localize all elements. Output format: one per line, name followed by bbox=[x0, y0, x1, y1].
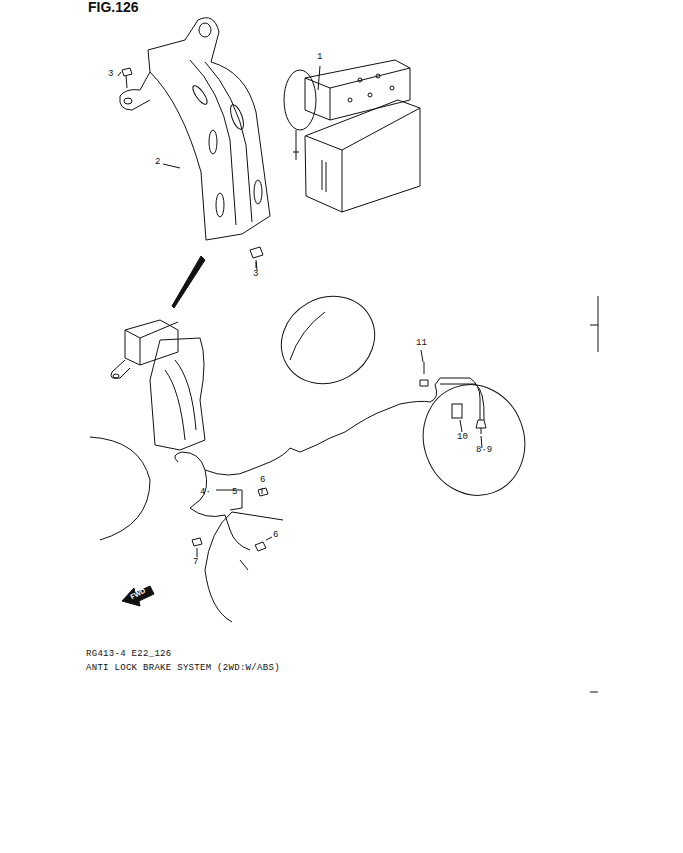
callout-number: 10 bbox=[457, 433, 468, 443]
figure-caption: ANTI LOCK BRAKE SYSTEM (2WD:W/ABS) bbox=[86, 664, 280, 674]
callout-number: 3 bbox=[253, 270, 258, 280]
callout-number: 6 bbox=[273, 531, 278, 541]
callout-number: 2 bbox=[155, 158, 160, 168]
figure-code: RG413-4 E22_126 bbox=[86, 650, 172, 660]
callout-number: 5 bbox=[232, 488, 237, 498]
callout-number: 7 bbox=[193, 558, 198, 568]
callout-number: 8·9 bbox=[476, 446, 492, 456]
callout-number: 4· bbox=[200, 488, 211, 498]
callout-number: 3 bbox=[108, 70, 113, 80]
callout-number: 1 bbox=[317, 53, 322, 63]
callout-number: 6 bbox=[260, 476, 265, 486]
figure-title: FIG.126 bbox=[88, 0, 139, 15]
callout-number: 11 bbox=[416, 339, 427, 349]
